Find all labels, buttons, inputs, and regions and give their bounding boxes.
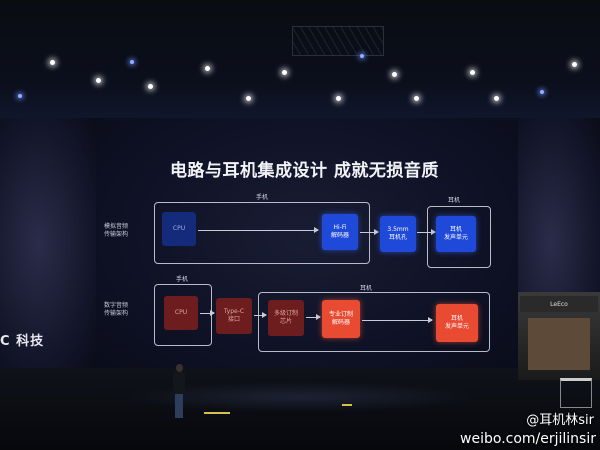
- stage-light: [205, 66, 210, 71]
- digital-decoder-chip: 专业订制 解码器: [322, 300, 360, 338]
- stool: [560, 378, 592, 408]
- digital-earphone-label: 耳机: [360, 285, 373, 292]
- stage-light: [18, 94, 22, 98]
- analog-phone-label: 手机: [256, 194, 269, 201]
- ceiling-truss: [0, 0, 600, 118]
- digital-phone-label: 手机: [176, 276, 189, 283]
- analog-jack-chip: 3.5mm 耳机孔: [380, 216, 416, 252]
- digital-arrow: [254, 312, 267, 318]
- analog-cpu-chip: CPU: [162, 212, 196, 246]
- digital-arrow: [200, 310, 215, 316]
- analog-driver-chip: 耳机 发声单元: [436, 216, 476, 252]
- stage-light: [148, 84, 153, 89]
- stage-light: [360, 54, 364, 58]
- side-screen-text: C 科技: [0, 334, 45, 349]
- stage-light: [470, 70, 475, 75]
- analog-arrow: [360, 229, 379, 235]
- digital-earphone-frame: [258, 292, 490, 352]
- stage-light: [50, 60, 55, 65]
- lighting-rig: [292, 26, 384, 56]
- analog-arrow: [417, 229, 436, 235]
- analog-phone-frame: [154, 202, 370, 264]
- stage-light: [282, 70, 287, 75]
- stage-light: [540, 90, 544, 94]
- stage-light: [572, 62, 577, 67]
- digital-arrow: [306, 314, 321, 320]
- digital-driver-chip: 耳机 发声单元: [436, 304, 478, 342]
- podium-brand: LeEco: [520, 296, 598, 312]
- digital-port-chip: Type-C 接口: [216, 298, 252, 334]
- stage-light: [392, 72, 397, 77]
- analog-decoder-chip: Hi-Fi 解码器: [322, 214, 358, 250]
- presenter-head: [176, 364, 183, 372]
- stage-floor: [0, 368, 600, 450]
- digital-arrow: [362, 317, 433, 323]
- digital-custom-chip: 多级订制 芯片: [268, 300, 304, 336]
- digital-cpu-chip: CPU: [164, 296, 198, 330]
- presenter-legs: [175, 394, 183, 418]
- analog-arrow: [198, 227, 319, 233]
- left-side-screen: C 科技: [0, 118, 96, 368]
- stage-light: [246, 96, 251, 101]
- slide-title: 电路与耳机集成设计 成就无损音质: [170, 161, 439, 181]
- watermark-handle: @耳机林sir: [526, 413, 594, 428]
- analog-earphone-frame: [427, 206, 491, 268]
- floor-tape: [342, 404, 352, 406]
- watermark-url: weibo.com/erjilinsir: [460, 431, 596, 447]
- podium-shelf: [528, 318, 590, 370]
- stage-light: [96, 78, 101, 83]
- stage-light: [414, 96, 419, 101]
- digital-side-label: 数字音频 传输架构: [104, 302, 129, 317]
- floor-tape: [204, 412, 230, 414]
- presenter-body: [173, 372, 185, 394]
- stage-light: [494, 96, 499, 101]
- presenter: [172, 364, 186, 420]
- analog-side-label: 模拟音频 传输架构: [104, 223, 129, 238]
- stage-light: [336, 96, 341, 101]
- stage-light: [130, 60, 134, 64]
- analog-earphone-label: 耳机: [448, 197, 461, 204]
